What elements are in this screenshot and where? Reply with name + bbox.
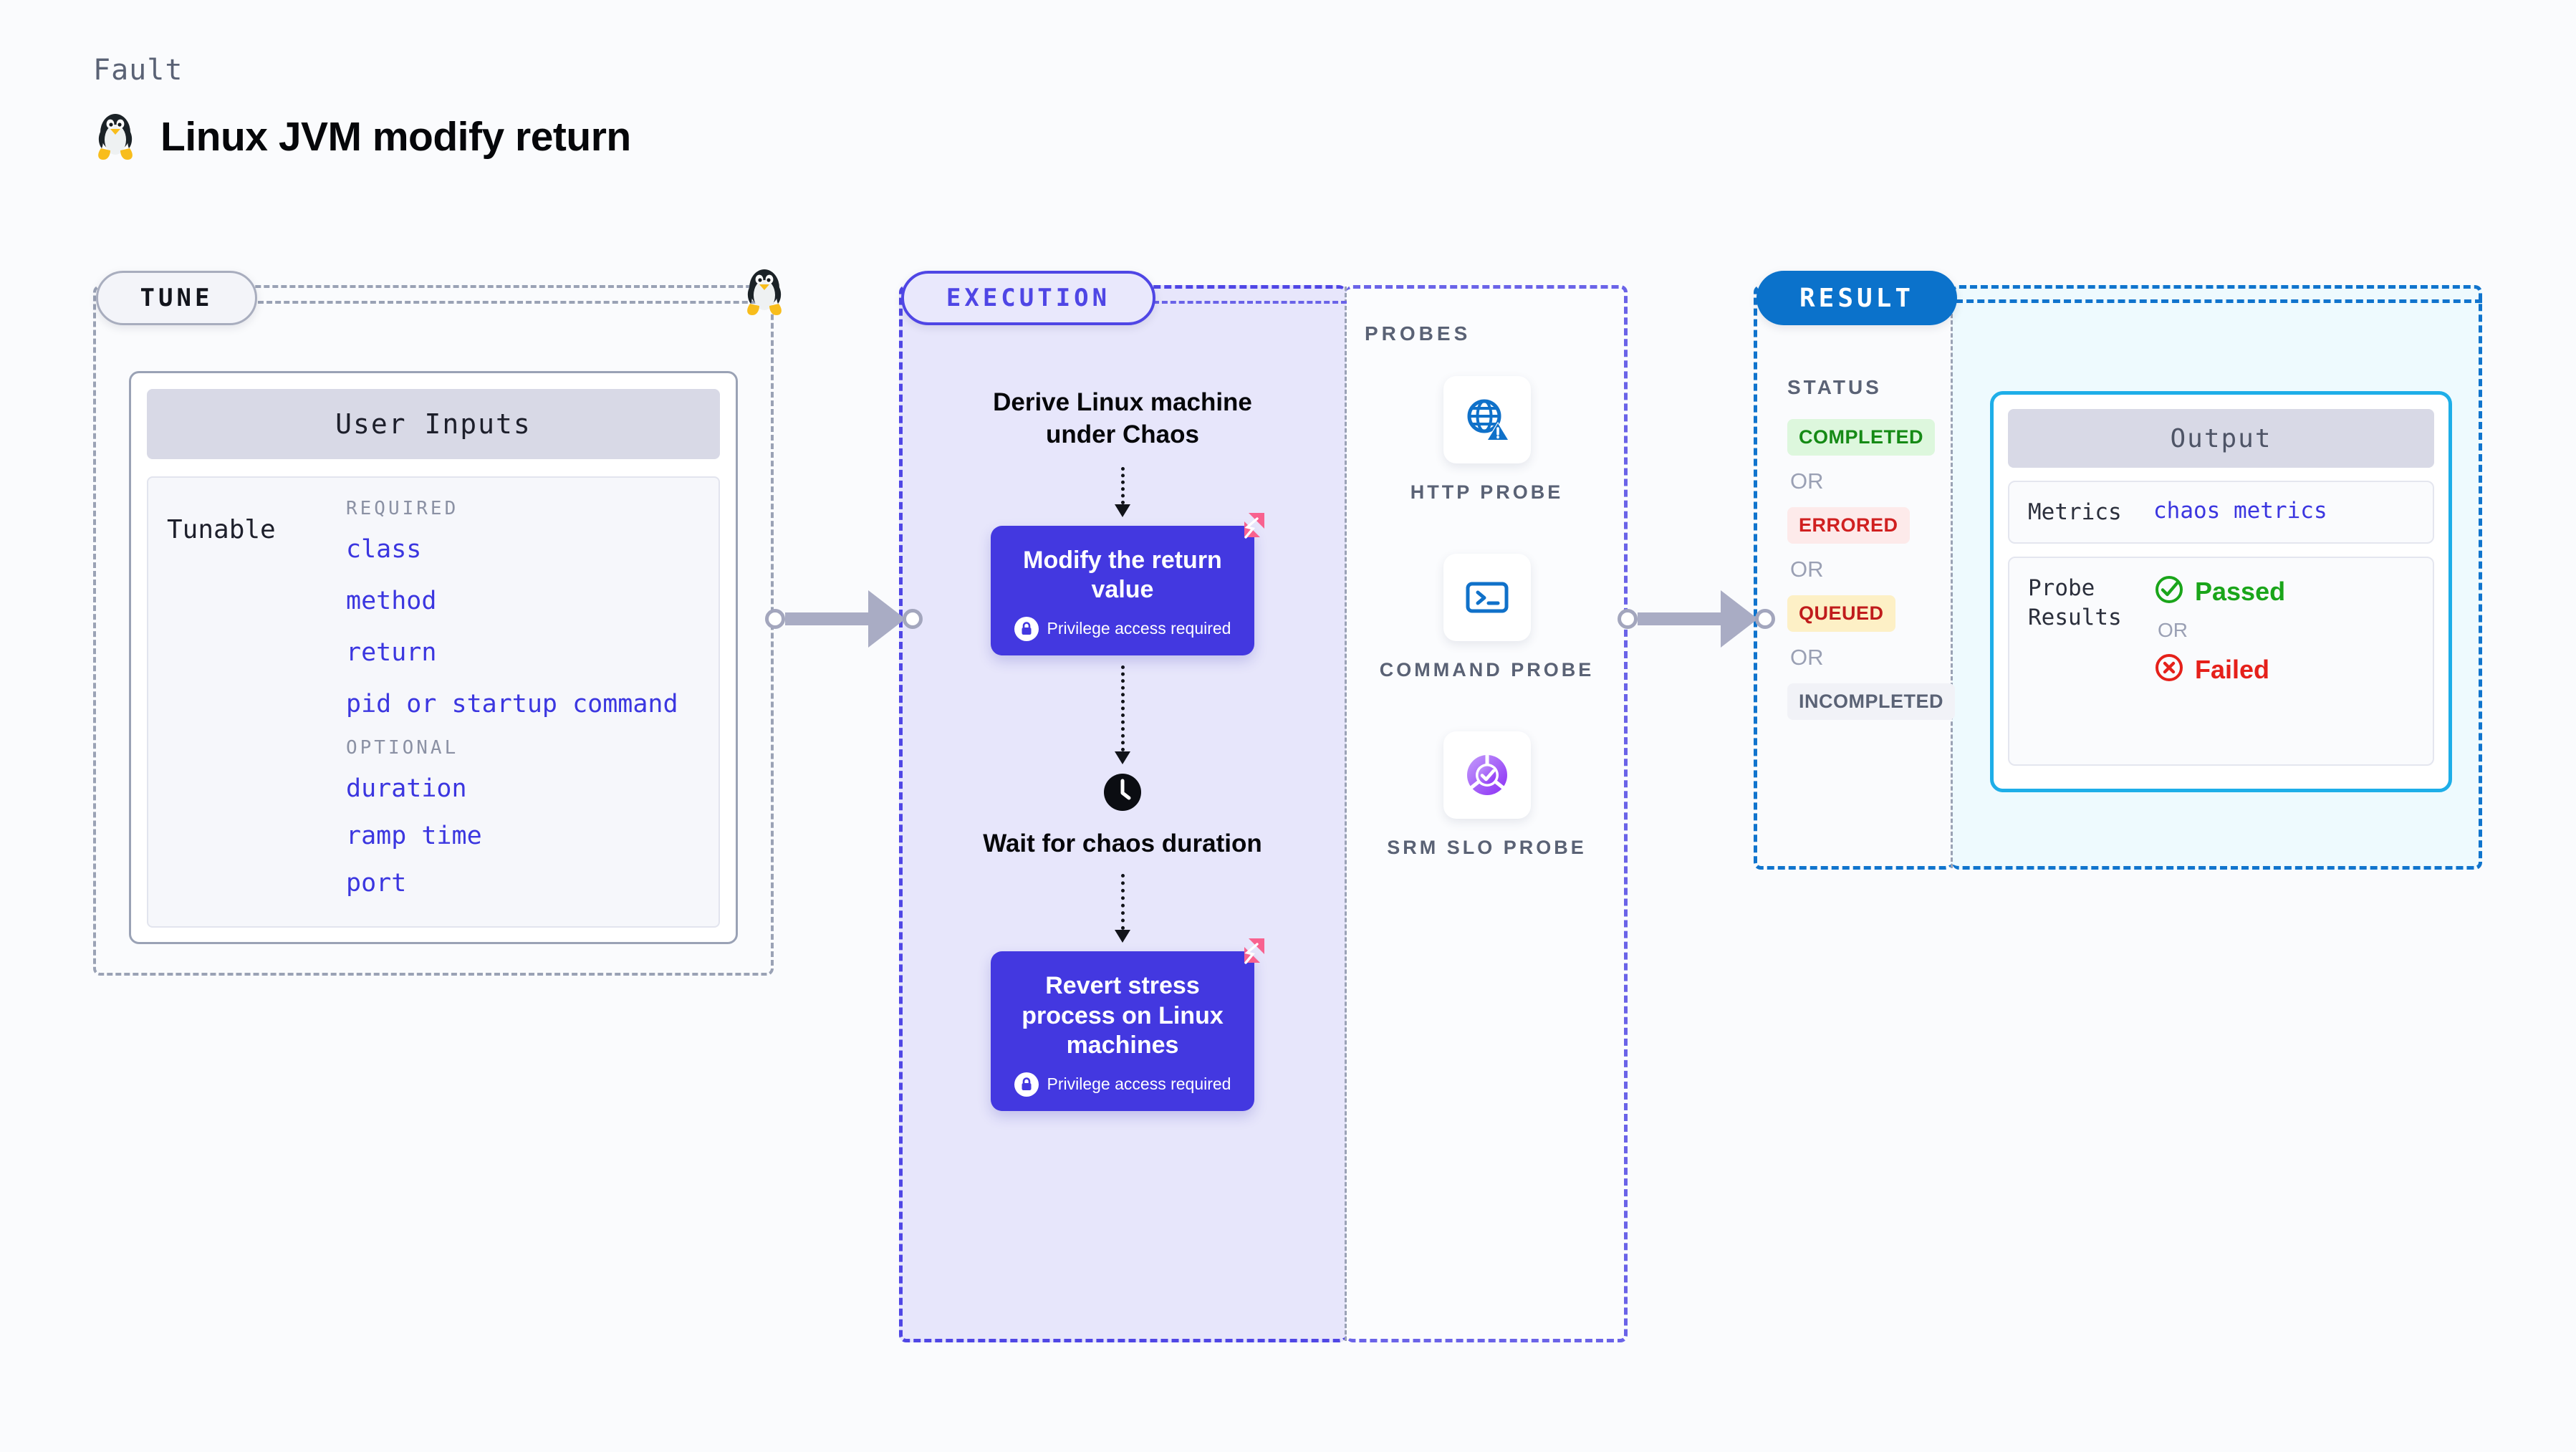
- output-probe-results-key: Probe Results: [2028, 575, 2122, 630]
- x-circle-icon: [2153, 652, 2185, 687]
- globe-warning-icon: [1443, 376, 1531, 463]
- status-badge-queued: QUEUED: [1787, 595, 1895, 632]
- tune-leader-line: [258, 301, 774, 304]
- execution-card-title: Modify the return value: [1023, 546, 1222, 604]
- probe-result-or: OR: [2158, 619, 2188, 642]
- probe-result-passed: Passed: [2153, 574, 2285, 609]
- probe-item-http[interactable]: HTTP PROBE: [1410, 376, 1564, 506]
- clock-icon: [1103, 773, 1142, 815]
- tunable-item-ramp-time[interactable]: ramp time: [346, 822, 482, 850]
- status-title: STATUS: [1787, 376, 1882, 398]
- execution-flow: Derive Linux machine under Chaos Modify …: [899, 387, 1346, 1111]
- group-title-required: REQUIRED: [346, 498, 459, 519]
- status-or-1: OR: [1790, 468, 1824, 494]
- flow-arrow-3: [1115, 874, 1130, 943]
- privilege-text: Privilege access required: [1047, 1074, 1231, 1094]
- output-metrics-value[interactable]: chaos metrics: [2153, 498, 2327, 524]
- output-metrics-key: Metrics: [2028, 499, 2122, 525]
- result-region: [1754, 285, 1952, 870]
- tunable-group-optional: OPTIONAL duration ramp time port: [346, 737, 700, 898]
- tunable-item-return[interactable]: return: [346, 638, 437, 667]
- slo-donut-check-icon: [1443, 731, 1531, 819]
- probe-item-command[interactable]: COMMAND PROBE: [1379, 553, 1595, 684]
- status-badge-errored: ERRORED: [1787, 507, 1910, 544]
- flow-arrow-2: [1115, 665, 1130, 764]
- probe-result-failed: Failed: [2153, 652, 2285, 687]
- connector-end-dot: [1755, 609, 1775, 629]
- chaos-fault-ribbon-icon: [1227, 937, 1266, 976]
- probe-label-srm-slo: SRM SLO PROBE: [1387, 836, 1587, 858]
- privilege-text: Privilege access required: [1047, 619, 1231, 638]
- tunable-label: Tunable: [167, 515, 276, 544]
- status-badge-completed: COMPLETED: [1787, 419, 1936, 456]
- tune-to-execution-connector: [765, 590, 923, 648]
- tune-stage-badge[interactable]: TUNE: [96, 271, 257, 325]
- privilege-row: Privilege access required: [1005, 1072, 1240, 1097]
- output-header: Output: [2008, 409, 2434, 468]
- tune-region: [93, 285, 774, 976]
- execution-probes-divider: [1345, 287, 1347, 1341]
- probe-label-http: HTTP PROBE: [1410, 481, 1564, 503]
- probes-to-result-connector: [1618, 590, 1775, 648]
- execution-card-revert-stress[interactable]: Revert stress process on Linux machines …: [991, 938, 1264, 1111]
- tunable-groups: REQUIRED class method return pid or star…: [346, 498, 700, 906]
- lock-icon: [1014, 1072, 1039, 1097]
- connector-start-dot: [1618, 609, 1638, 629]
- execution-step-derive: Derive Linux machine under Chaos: [993, 388, 1252, 448]
- connector-end-dot: [903, 609, 923, 629]
- result-leader-line: [1956, 299, 2482, 303]
- output-card: Output Metrics chaos metrics Probe Resul…: [1990, 391, 2452, 792]
- flow-arrow-1: [1115, 466, 1130, 517]
- execution-step-wait: Wait for chaos duration: [983, 829, 1262, 857]
- fault-title-row: Linux JVM modify return: [93, 111, 631, 163]
- tunable-item-pid-or-startup-command[interactable]: pid or startup command: [346, 690, 678, 718]
- tux-penguin-boundary-icon: [742, 266, 787, 322]
- privilege-row: Privilege access required: [1005, 616, 1240, 641]
- probe-result-failed-label: Failed: [2195, 654, 2270, 684]
- status-or-2: OR: [1790, 557, 1824, 582]
- status-or-3: OR: [1790, 645, 1824, 670]
- execution-leader-line: [1153, 301, 1347, 304]
- execution-card-modify-return[interactable]: Modify the return value Privilege access…: [991, 512, 1264, 655]
- probe-result-passed-label: Passed: [2195, 576, 2286, 606]
- tunable-item-method[interactable]: method: [346, 587, 437, 615]
- chaos-fault-ribbon-icon: [1227, 511, 1266, 551]
- probes-list: HTTP PROBE COMMAND PROBE: [1346, 376, 1628, 861]
- connector-bar: [785, 612, 870, 625]
- status-list: COMPLETED OR ERRORED OR QUEUED OR INCOMP…: [1787, 419, 1956, 720]
- probe-results-values: Passed OR Failed: [2153, 574, 2285, 749]
- user-inputs-card: User Inputs Tunable REQUIRED class metho…: [129, 371, 738, 944]
- fault-kicker-label: Fault: [93, 54, 183, 87]
- connector-arrowhead: [868, 590, 905, 648]
- tunable-item-duration[interactable]: duration: [346, 774, 467, 803]
- tunable-body: Tunable REQUIRED class method return pid…: [147, 476, 720, 928]
- user-inputs-header: User Inputs: [147, 389, 720, 459]
- connector-arrowhead: [1721, 590, 1758, 648]
- output-row-metrics: Metrics chaos metrics: [2008, 481, 2434, 544]
- lock-icon: [1014, 616, 1039, 641]
- group-title-optional: OPTIONAL: [346, 737, 459, 759]
- output-row-probe-results: Probe Results Passed OR: [2008, 557, 2434, 766]
- execution-stage-badge[interactable]: EXECUTION: [901, 271, 1155, 325]
- page-title: Linux JVM modify return: [160, 114, 631, 160]
- status-output-divider: [1951, 288, 1953, 868]
- execution-card-title: Revert stress process on Linux machines: [1022, 972, 1224, 1059]
- check-circle-icon: [2153, 574, 2185, 609]
- terminal-icon: [1443, 553, 1531, 641]
- probe-item-srm-slo[interactable]: SRM SLO PROBE: [1387, 731, 1587, 862]
- tunable-item-class[interactable]: class: [346, 535, 422, 564]
- status-badge-incompleted: INCOMPLETED: [1787, 683, 1956, 720]
- tunable-group-required: REQUIRED class method return pid or star…: [346, 498, 700, 718]
- probe-label-command: COMMAND PROBE: [1379, 658, 1595, 681]
- connector-bar: [1638, 612, 1722, 625]
- probes-title: PROBES: [1365, 322, 1471, 345]
- tunable-item-port[interactable]: port: [346, 869, 407, 898]
- tux-penguin-icon: [93, 111, 138, 163]
- connector-start-dot: [765, 609, 785, 629]
- result-stage-badge[interactable]: RESULT: [1756, 271, 1957, 325]
